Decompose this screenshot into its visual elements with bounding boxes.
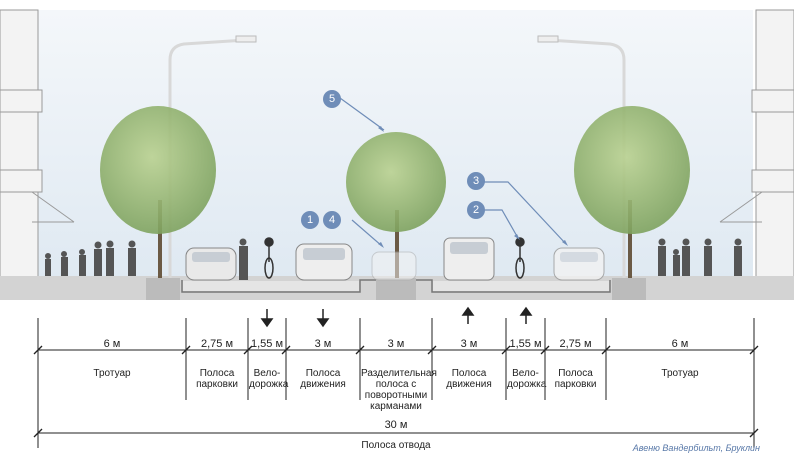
segment-label-parking-left: Полоса парковки (196, 368, 238, 390)
callout-arrowheads (378, 126, 568, 248)
segment-width-parking-right: 2,75 м (559, 338, 592, 350)
location-credit: Авеню Вандербильт, Бруклин (632, 443, 760, 453)
car-lane-right (443, 237, 495, 281)
pedestrians-right (658, 238, 742, 276)
direction-arrows (260, 306, 533, 328)
car-lane-left (295, 243, 353, 281)
segment-label-median: Разделительная полоса с поворотными карм… (361, 368, 437, 412)
callout-lines (339, 97, 567, 247)
car-parking-right (553, 247, 605, 281)
street-lamp-left (168, 35, 257, 278)
cyclist-left (264, 237, 274, 279)
segment-width-sidewalk-left: 6 м (103, 338, 121, 350)
pedestrians-left (45, 238, 248, 280)
segment-label-parking-right: Полоса парковки (554, 368, 597, 390)
car-parking-left (185, 247, 237, 281)
street-lamp-right (537, 35, 626, 278)
dimension-ticks (33, 345, 759, 438)
cyclist-right (515, 237, 525, 279)
segment-label-bike-left: Вело-дорожка (249, 368, 289, 390)
segment-width-lane-right: 3 м (460, 338, 478, 350)
segment-label-lane-right: Полоса движения (446, 368, 492, 390)
right-building (719, 9, 794, 279)
segment-width-parking-left: 2,75 м (200, 338, 234, 350)
segment-label-sidewalk-left: Тротуар (93, 368, 131, 379)
segment-width-median: 3 м (387, 338, 405, 350)
callout-badge-3: 3 (467, 172, 485, 190)
car-turn-median (371, 251, 417, 281)
tree-pit-right (612, 278, 646, 300)
tree-right (574, 106, 690, 278)
left-building (0, 9, 75, 279)
callout-badge-5: 5 (323, 90, 341, 108)
callout-badge-1: 1 (301, 211, 319, 229)
road-left (183, 281, 359, 291)
segment-label-lane-left: Полоса движения (300, 368, 346, 390)
segment-width-bike-right: 1,55 м (509, 338, 542, 350)
callout-badge-4: 4 (323, 211, 341, 229)
total-width: 30 м (384, 419, 408, 431)
segment-width-lane-left: 3 м (314, 338, 332, 350)
total-label: Полоса отвода (361, 440, 431, 451)
dimension-lines (37, 318, 755, 448)
segment-label-bike-right: Вело-дорожка (507, 368, 547, 390)
segment-width-bike-left: 1,55 м (250, 338, 284, 350)
segment-width-sidewalk-right: 6 м (671, 338, 689, 350)
tree-left (100, 106, 216, 278)
callout-badge-2: 2 (467, 201, 485, 219)
tree-pit-left (146, 278, 180, 300)
segment-label-sidewalk-right: Тротуар (661, 368, 699, 379)
road-right (433, 281, 609, 291)
tree-pit-median (376, 278, 416, 300)
